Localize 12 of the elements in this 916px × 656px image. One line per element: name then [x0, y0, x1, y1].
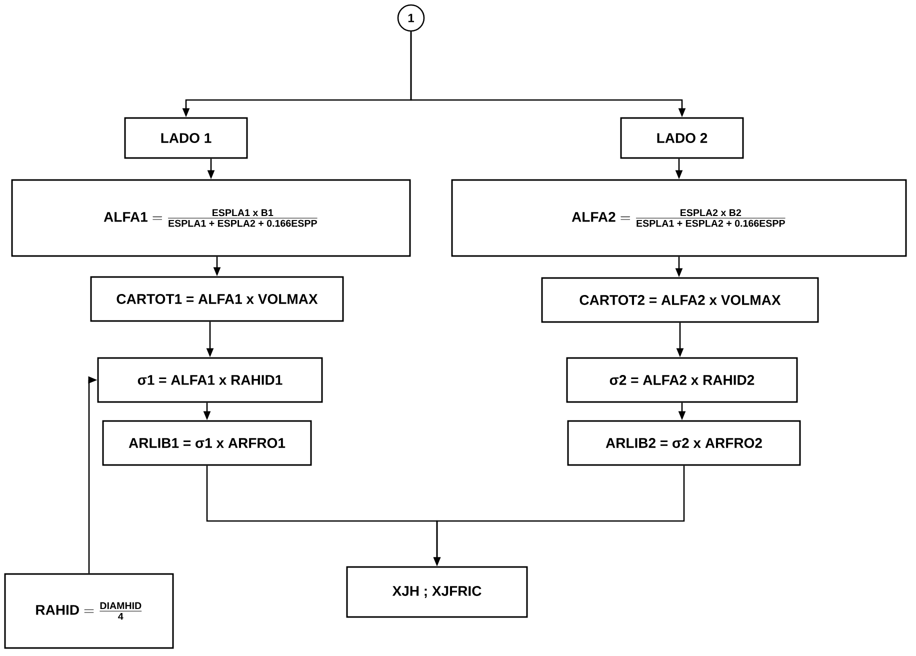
formula-box: $\text{ALFA2} = \frac{\text{ESPLA2 x B2}}{\text{ESPLA1 + ESPLA2 + 0.166ESPP}}$	[451, 179, 907, 257]
process-box: LADO 1	[124, 117, 248, 159]
process-box: σ1 = ALFA1 x RAHID1	[97, 357, 323, 403]
process-box: σ2 = ALFA2 x RAHID2	[566, 357, 798, 403]
formula-box: $\text{RAHID} = \frac{\text{DIAMHID}}{\text{4}}$	[4, 573, 174, 649]
process-box: ARLIB2 = σ2 x ARFRO2	[567, 420, 801, 466]
process-box: CARTOT2 = ALFA2 x VOLMAX	[541, 277, 819, 323]
process-box: ARLIB1 = σ1 x ARFRO1	[102, 420, 312, 466]
process-box: CARTOT1 = ALFA1 x VOLMAX	[90, 276, 344, 322]
formula-box: $\text{ALFA1} = \frac{\text{ESPLA1 x B1}}{\text{ESPLA1 + ESPLA2 + 0.166ESPP}}$	[11, 179, 411, 257]
process-box: LADO 2	[620, 117, 744, 159]
process-box: XJH ; XJFRIC	[346, 566, 528, 618]
